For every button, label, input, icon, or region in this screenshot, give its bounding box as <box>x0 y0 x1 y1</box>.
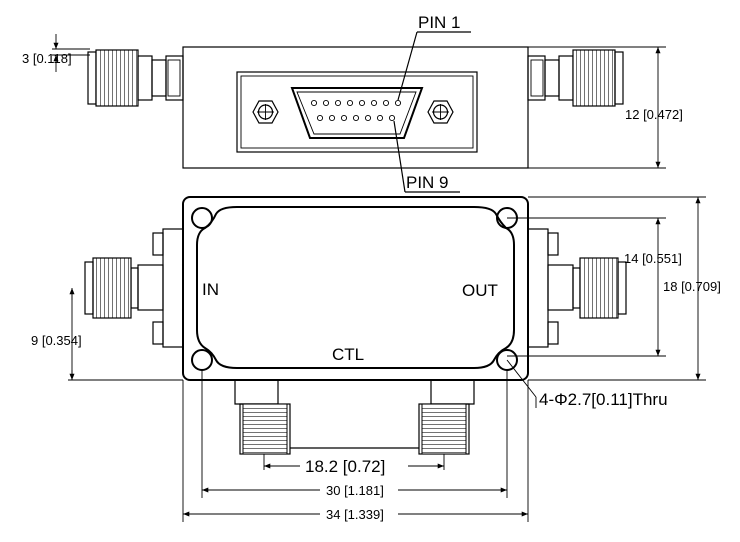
ctl-label: CTL <box>332 345 364 364</box>
dim-body-width: 34 [1.339] <box>326 507 384 522</box>
mount-hole-tl <box>191 207 213 229</box>
left-sma-connector-side <box>87 49 184 107</box>
mount-hole-bl <box>191 349 213 371</box>
in-sma-connector <box>84 228 184 348</box>
ctl-connector <box>234 380 475 470</box>
pin1-label: PIN 1 <box>418 13 461 32</box>
plan-view: IN OUT CTL 4-Φ2.7[0.11]Thru 14 [0.551] 1… <box>31 196 721 522</box>
dim-side-height: 12 [0.472] <box>625 107 683 122</box>
side-view-body <box>182 46 529 169</box>
out-label: OUT <box>462 281 498 300</box>
dim-body-height: 18 [0.709] <box>663 279 721 294</box>
dim-ctl-spacing: 18.2 [0.72] <box>305 457 385 476</box>
hex-screw-left <box>252 100 279 124</box>
holes-callout: 4-Φ2.7[0.11]Thru <box>539 390 668 409</box>
dim-hole-spacing-vertical: 14 [0.551] <box>624 251 682 266</box>
dim-connector-offset: 3 [0.118] <box>22 51 72 66</box>
hex-screw-right <box>427 100 454 124</box>
right-sma-connector-side <box>527 49 624 107</box>
out-sma-connector <box>527 228 627 348</box>
in-label: IN <box>202 280 219 299</box>
dsub-connector <box>236 71 478 153</box>
dim-port-height: 9 [0.354] <box>31 333 82 348</box>
pin9-label: PIN 9 <box>406 173 449 192</box>
dim-hole-spacing-horizontal: 30 [1.181] <box>326 483 384 498</box>
side-view: PIN 1 PIN 9 3 [0.118] 12 [0.472] <box>22 13 683 193</box>
